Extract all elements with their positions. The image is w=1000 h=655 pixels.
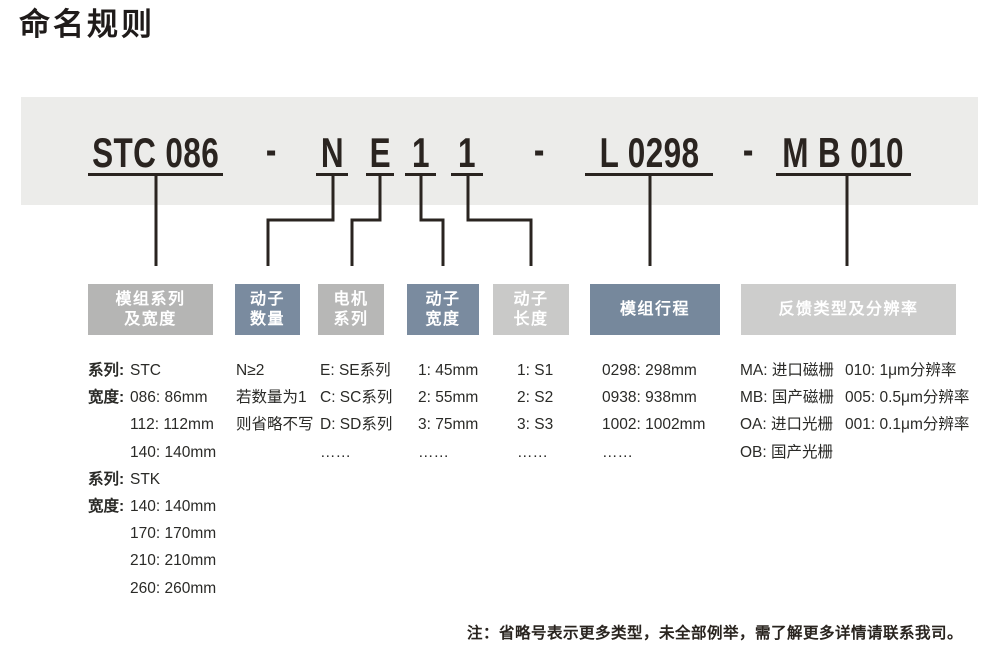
category-box-mover-length: 动子 长度 <box>493 284 569 335</box>
category-box-module-stroke: 模组行程 <box>590 284 720 335</box>
spec-row: 系列: STC <box>88 357 216 384</box>
box-label-line: 及宽度 <box>124 310 177 328</box>
box-label-line: 模组系列 <box>115 290 186 308</box>
code-segment-motor-series: E <box>366 124 394 176</box>
code-segment-mover-count: N <box>316 124 348 176</box>
box-label-line: 系列 <box>333 310 369 328</box>
spec-column-mover-length: 1: S1 2: S2 3: S3 …… <box>517 357 553 466</box>
spec-row: 宽度: 140: 140mm <box>88 493 216 520</box>
spec-row: …… <box>517 443 548 461</box>
spec-column-motor-series: E: SE系列 C: SC系列 D: SD系列 …… <box>320 357 392 466</box>
spec-row: …… <box>320 443 351 461</box>
spec-value: STC <box>130 362 161 379</box>
box-label-line: 动子 <box>249 290 285 308</box>
box-label-line: 动子 <box>513 290 549 308</box>
code-segment-text: 1 <box>411 129 430 176</box>
spec-row: 3: 75mm <box>418 416 479 434</box>
spec-row: OB: 国产光栅 <box>740 443 834 461</box>
spec-row: 001: 0.1μm分辨率 <box>845 416 970 434</box>
box-label-line: 动子 <box>425 290 461 308</box>
spec-value: 140: 140mm <box>130 498 217 516</box>
note-text: 注：省略号表示更多类型，未全部例举，需了解更多详情请联系我司。 <box>466 625 963 642</box>
box-label-line: 长度 <box>513 310 549 328</box>
spec-label: 系列: <box>88 470 125 488</box>
code-segment-text: N <box>320 129 344 176</box>
code-segment-mover-width: 1 <box>405 124 436 176</box>
category-box-motor-series: 电机 系列 <box>318 284 384 335</box>
code-segment-text: M B 010 <box>782 129 905 176</box>
spec-value: 170: 170mm <box>130 525 217 543</box>
spec-label: 宽度: <box>88 389 125 407</box>
category-box-feedback-resolution: 反馈类型及分辨率 <box>741 284 956 335</box>
category-box-mover-count: 动子 数量 <box>235 284 300 335</box>
spec-row: 112: 112mm <box>88 411 216 438</box>
spec-row: 170: 170mm <box>88 520 216 547</box>
code-dash: - <box>526 124 552 173</box>
spec-value: 112: 112mm <box>130 416 214 434</box>
spec-row: 3: S3 <box>517 416 554 434</box>
spec-row: 2: S2 <box>517 389 554 407</box>
page-title: 命名规则 <box>19 7 155 42</box>
spec-row: MB: 国产磁栅 <box>740 389 834 407</box>
spec-row: …… <box>602 443 633 461</box>
spec-row: 005: 0.5μm分辨率 <box>845 389 970 407</box>
spec-value: 140: 140mm <box>130 443 217 461</box>
code-dash: - <box>258 124 284 173</box>
spec-value: 260: 260mm <box>130 579 217 597</box>
spec-column-series-width: 系列: STC 宽度: 086: 86mm 112: 112mm 140: 140m… <box>88 357 216 602</box>
spec-column-module-stroke: 0298: 298mm 0938: 938mm 1002: 1002mm …… <box>602 357 705 466</box>
spec-row: 2: 55mm <box>418 389 479 407</box>
category-box-module-series-width: 模组系列 及宽度 <box>88 284 213 335</box>
spec-row: N≥2 <box>236 362 265 379</box>
spec-row: 0298: 298mm <box>602 362 697 379</box>
box-label-line: 模组行程 <box>619 300 690 318</box>
code-segment-text: STC 086 <box>92 129 219 176</box>
spec-row: 0938: 938mm <box>602 389 697 407</box>
dash-text: - <box>265 126 277 173</box>
spec-row: 宽度: 086: 86mm <box>88 384 216 411</box>
box-label-line: 电机 <box>333 290 369 308</box>
code-segment-mover-length: 1 <box>451 124 483 176</box>
spec-value: 210: 210mm <box>130 552 217 570</box>
spec-column-mover-width: 1: 45mm 2: 55mm 3: 75mm …… <box>418 357 478 466</box>
code-segment-text: 1 <box>458 129 476 176</box>
dash-text: - <box>533 126 545 173</box>
spec-row: D: SD系列 <box>320 416 393 434</box>
spec-label: 系列: <box>88 362 125 379</box>
spec-row: 010: 1μm分辨率 <box>845 362 957 379</box>
spec-row: 210: 210mm <box>88 547 216 574</box>
box-label-line: 数量 <box>249 310 285 328</box>
spec-row: MA: 进口磁栅 <box>740 362 834 379</box>
spec-row: 260: 260mm <box>88 575 216 602</box>
spec-row: …… <box>418 443 449 461</box>
box-label-line: 反馈类型及分辨率 <box>778 300 919 318</box>
code-segment-feedback: M B 010 <box>776 124 911 176</box>
spec-row: 1002: 1002mm <box>602 416 706 434</box>
spec-column-mover-count: N≥2 若数量为1 则省略不写 <box>236 357 314 439</box>
code-segment-series-width: STC 086 <box>88 124 223 176</box>
spec-label: 宽度: <box>88 498 125 516</box>
spec-row: 1: S1 <box>517 362 554 379</box>
spec-row: OA: 进口光栅 <box>740 416 834 434</box>
spec-row: 则省略不写 <box>236 416 314 434</box>
code-dash: - <box>735 124 761 173</box>
spec-column-resolution: 010: 1μm分辨率 005: 0.5μm分辨率 001: 0.1μm分辨率 <box>845 357 969 439</box>
spec-row: E: SE系列 <box>320 362 391 379</box>
spec-row: 140: 140mm <box>88 439 216 466</box>
spec-row: 若数量为1 <box>236 389 307 407</box>
dash-text: - <box>742 126 754 173</box>
code-segment-text: E <box>369 129 391 176</box>
spec-column-feedback-type: MA: 进口磁栅 MB: 国产磁栅 OA: 进口光栅 OB: 国产光栅 <box>740 357 834 466</box>
spec-row: 1: 45mm <box>418 362 479 379</box>
spec-value: STK <box>130 470 161 488</box>
spec-row: C: SC系列 <box>320 389 393 407</box>
code-segment-stroke: L 0298 <box>585 124 713 176</box>
category-box-mover-width: 动子 宽度 <box>407 284 479 335</box>
spec-row: 系列: STK <box>88 466 216 493</box>
box-label-line: 宽度 <box>425 310 461 328</box>
spec-value: 086: 86mm <box>130 389 208 407</box>
code-segment-text: L 0298 <box>599 129 699 176</box>
